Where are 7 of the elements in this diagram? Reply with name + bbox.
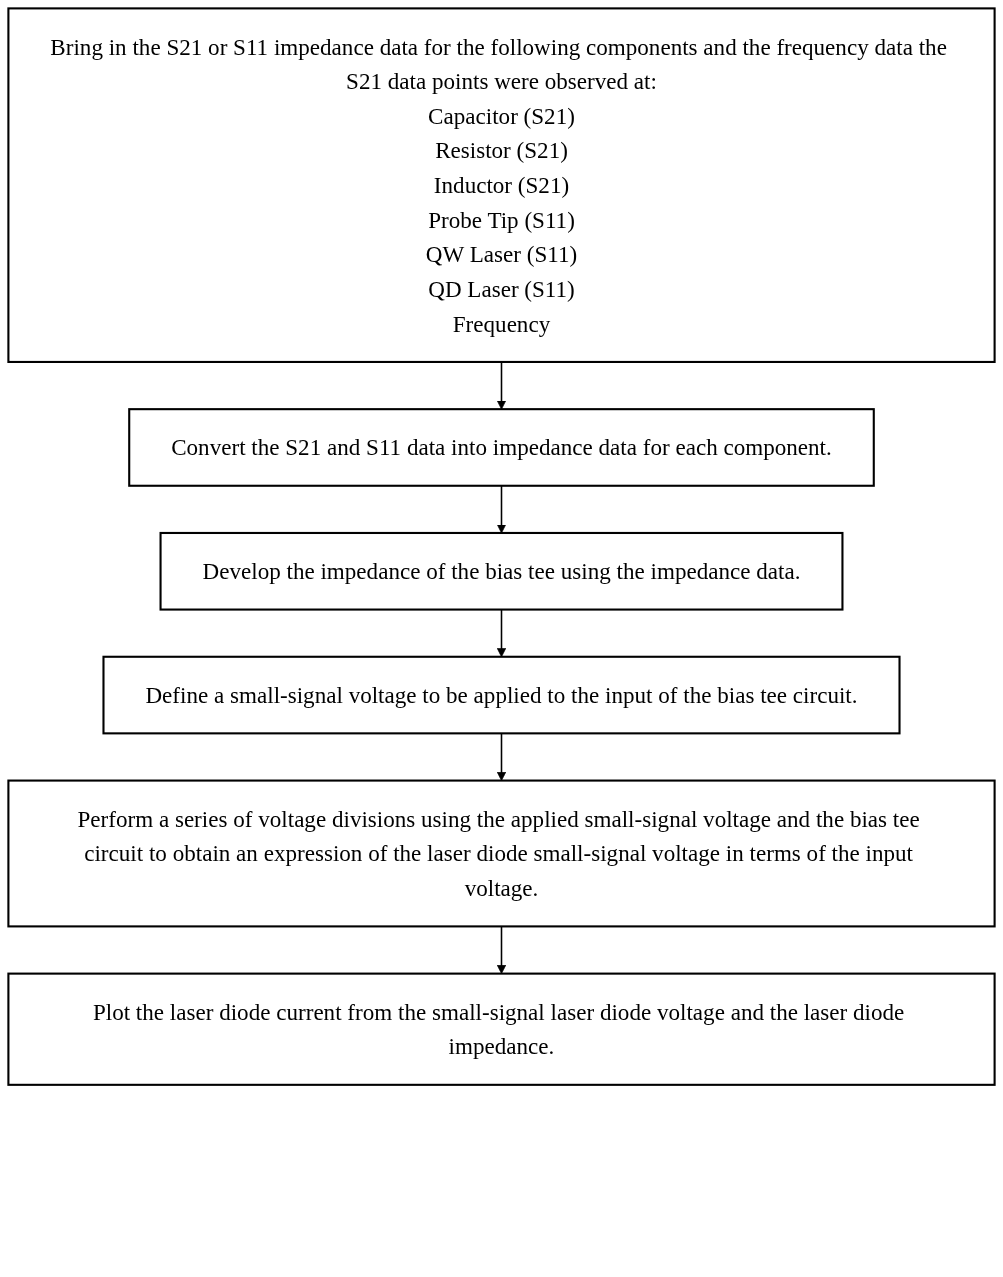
- node-box: Convert the S21 and S11 data into impedance data for each component.: [128, 408, 875, 487]
- node-box: Define a small-signal voltage to be applied to the input of the bias tee circuit.: [102, 655, 901, 735]
- node-box: Bring in the S21 or S11 impedance data for the following components and the frequency data the S21 data points were observed at: Capacitor (S21) Resistor (S21) Inductor (S21) Probe Tip (S11) QW Laser (S11) QD Laser (S11) Frequency: [7, 7, 996, 363]
- node-box: Perform a series of voltage divisions using the applied small-signal voltage and the bias tee circuit to obtain an expression of the laser diode small-signal voltage in terms of the input voltage.: [7, 779, 996, 928]
- node-box: Plot the laser diode current from the small-signal laser diode voltage and the laser diode impedance.: [7, 972, 996, 1086]
- arrow: [496, 361, 507, 410]
- node-box: Develop the impedance of the bias tee using the impedance data.: [159, 531, 844, 611]
